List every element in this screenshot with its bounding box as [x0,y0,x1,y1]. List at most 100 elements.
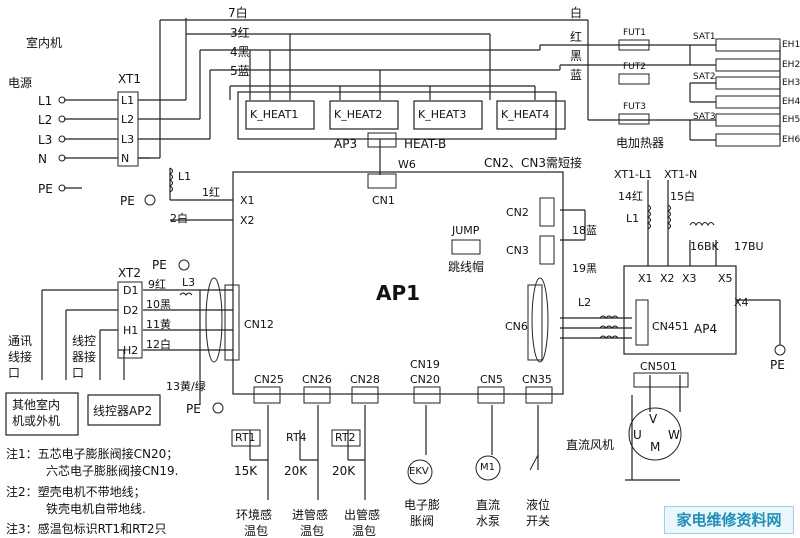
wire-2-white: 2白 [170,212,188,225]
xt2-label: XT2 [118,266,141,280]
line-l1-label: L1 [38,94,53,108]
xt1-label: XT1 [118,72,141,86]
xt1-terminal-n: N [121,152,130,165]
outpipe-sensor-line1: 出管感 [344,508,381,522]
ap3-label: AP3 [334,137,358,151]
other-unit-line2: 机或外机 [12,414,61,428]
power-label: 电源 [8,76,33,90]
cn1-label: CN1 [372,194,395,207]
rt1-value: 15K [234,464,258,478]
ap4-label: AP4 [694,322,718,336]
jump-cap-label: 跳线帽 [448,260,485,274]
ekv-symbol: EKV [409,466,429,477]
wire-5-label: 5蓝 [230,64,250,78]
rt2-label: RT2 [335,431,356,444]
w6-label: W6 [398,158,416,171]
wire-9-red: 9红 [148,278,166,291]
cn3-label: CN3 [506,244,529,257]
note-2b: 铁壳电机自带地线. [46,502,146,516]
ap1-label: AP1 [376,281,421,305]
cn501-label: CN501 [640,360,677,373]
env-sensor-line2: 温包 [244,524,269,538]
wire-12-white: 12白 [146,338,171,351]
blue-label: 蓝 [570,68,583,82]
short-note: CN2、CN3需短接 [484,156,582,170]
ekv-label-line1: 电子膨 [404,498,441,512]
cn25-label: CN25 [254,373,284,386]
rt4-value: 20K [284,464,308,478]
cn20-label: CN20 [410,373,440,386]
wire-17-bu: 17BU [734,240,764,253]
relay-k-heat1: K_HEAT1 [250,108,299,121]
outpipe-sensor-line2: 温包 [352,524,377,538]
indoor-unit-label: 室内机 [26,36,63,50]
relay-k-heat2: K_HEAT2 [334,108,383,121]
wire-16-bk: 16BK [690,240,719,253]
wire-19-black: 19黑 [572,262,597,275]
cn19-label: CN19 [410,358,440,371]
note-3: 注3：感温包标识RT1和RT2只 [6,522,167,536]
ekv-label-line2: 胀阀 [410,514,435,528]
cn26-label: CN26 [302,373,332,386]
motor-w: W [668,428,680,442]
line-l2-label: L2 [38,113,53,127]
other-unit-line1: 其他室内 [12,398,61,412]
sat2-label: SAT2 [693,72,716,82]
cn28-label: CN28 [350,373,380,386]
xt1-l1-ref: XT1-L1 [614,168,653,181]
pe-label-top: PE [38,182,53,196]
xt1-terminal-l3: L3 [121,133,135,146]
eh2-label: EH2 [782,60,800,70]
wire-10-black: 10黑 [146,298,171,311]
eh1-label: EH1 [782,40,800,50]
xt1-n-ref: XT1-N [664,168,698,181]
wire-4-label: 4黑 [230,45,250,59]
ap1-x1: X1 [240,194,255,207]
wire-3-label: 3红 [230,26,250,40]
cn6-label: CN6 [505,320,528,333]
fut1-label: FUT1 [623,28,646,38]
note-1: 注1：五芯电子膨胀阀接CN20； [6,447,179,461]
wire-7-label: 7白 [228,6,248,20]
ap4-x2: X2 [660,272,675,285]
comm-port-line1: 通讯 [8,334,33,348]
pump-symbol: M1 [480,462,495,473]
eh4-label: EH4 [782,97,800,107]
ctrl-port-line2: 器接 [72,350,97,364]
ap4-x3: X3 [682,272,697,285]
note-2: 注2：塑壳电机不带地线； [6,485,146,499]
l2-label: L2 [578,296,592,309]
xt2-terminal-d2: D2 [123,304,139,317]
xt2-terminal-h2: H2 [123,344,139,357]
cn12-label: CN12 [244,318,274,331]
line-n-label: N [38,152,47,166]
xt2-terminal-d1: D1 [123,284,139,297]
cn35-label: CN35 [522,373,552,386]
watermark-logo: 家电维修资料网 [664,506,794,534]
ap1-l1: L1 [178,170,192,183]
ap4-x1: X1 [638,272,653,285]
note-1b: 六芯电子膨胀阀接CN19. [46,464,179,478]
pe-label-xt1: PE [120,194,135,208]
pe-label-xt2: PE [186,402,201,416]
wire-13-yellow-green: 13黄/绿 [166,380,206,393]
pump-label-line1: 直流 [476,498,501,512]
heater-label: 电加热器 [616,136,665,150]
rt4-label: RT4 [286,431,307,444]
eh5-label: EH5 [782,115,800,125]
dc-fan-label: 直流风机 [566,438,615,452]
ap1-x2: X2 [240,214,255,227]
cn5-label: CN5 [480,373,503,386]
black-label: 黑 [570,49,583,63]
cn451-label: CN451 [652,320,689,333]
xt1-terminal-l1: L1 [121,94,135,107]
heat-b-label: HEAT-B [404,137,447,151]
jump-label: JUMP [452,224,480,237]
wire-18-blue: 18蓝 [572,224,597,237]
line-l3-label: L3 [38,133,53,147]
rt2-value: 20K [332,464,356,478]
sat3-label: SAT3 [693,112,716,122]
red-label: 红 [570,30,583,44]
eh3-label: EH3 [782,78,800,88]
